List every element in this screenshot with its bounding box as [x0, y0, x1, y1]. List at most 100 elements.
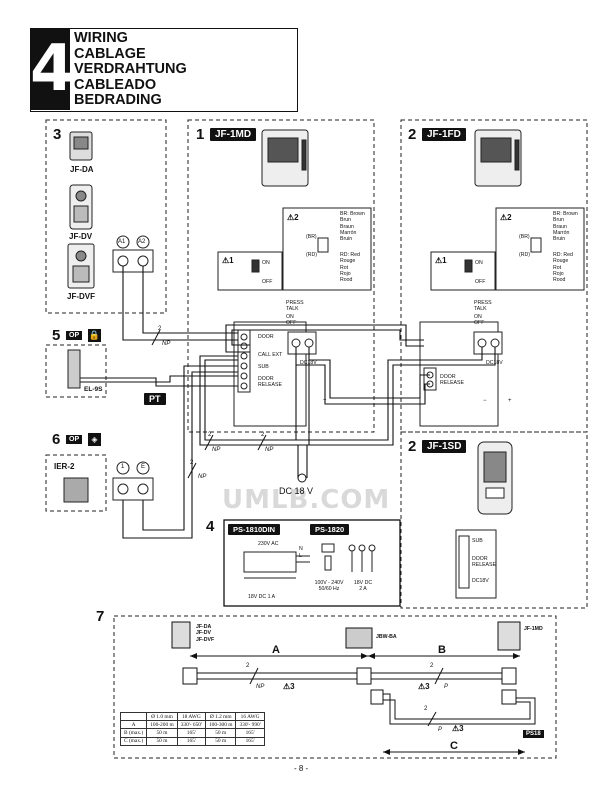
ps1810-output: 18V DC 1 A: [248, 594, 276, 600]
ier2-device: [63, 477, 89, 503]
wire-type-6: NP: [198, 474, 207, 480]
sec7-ps-tag: PS18: [523, 730, 544, 738]
sec7-jbw-box: [345, 627, 373, 649]
table-cell: 100-200 m: [146, 720, 178, 730]
ps1810-terminal-n: N: [299, 546, 303, 552]
terminal-1: 1: [121, 464, 125, 470]
wire-count-bus2: 2: [261, 432, 265, 438]
table-cell: 50 m: [146, 728, 178, 738]
table-row: A 100-200 m 330'- 650' 100-300 m 330'- 9…: [119, 720, 265, 730]
terminal-door-release: DOOR RELEASE: [258, 376, 282, 389]
wire-count-3: 2: [158, 326, 162, 332]
switch-callout-2: [430, 251, 496, 291]
table-cell: 165': [235, 728, 265, 738]
table-cell: 100-300 m: [204, 720, 237, 730]
switch-warning-2: ⚠1: [435, 256, 447, 265]
table-cell: 165': [176, 736, 206, 746]
dc-label-1: DC18V: [300, 360, 317, 366]
watermark: UMLB.COM: [222, 485, 391, 515]
frame-section4: [223, 519, 401, 607]
section7-number: 7: [96, 608, 105, 625]
label-el9s: EL-9S: [84, 386, 103, 393]
wire-rd-2: (RD): [519, 252, 530, 258]
wire-br-1: (BR): [306, 234, 317, 240]
sec7-door-station: [171, 621, 191, 649]
lock-icon: 🔒: [88, 329, 101, 342]
table-cell: 330'- 650': [176, 720, 206, 730]
door-station-jf-da: [69, 131, 93, 161]
wire-type-bus2: NP: [265, 447, 274, 453]
table-row: C (max.) 50 m 165' 50 m 165': [119, 736, 265, 746]
sec7-jbw-terminal-b: [370, 689, 384, 705]
terminal-sub: SUB: [258, 364, 269, 370]
terminal-strip-1md: [233, 321, 317, 427]
sd-label-dc: DC18V: [472, 578, 489, 584]
switch-callout-1: [217, 251, 283, 291]
plus-1: +: [323, 398, 327, 404]
table-cell: A: [119, 720, 148, 730]
section2-model-tag: JF-1FD: [422, 128, 466, 141]
table-row: B (max.) 50 m 165' 50 m 165': [119, 728, 265, 738]
sec7-warning-a: ⚠3: [283, 682, 295, 691]
section1-number: 1: [196, 126, 205, 143]
door-release-2: DOOR RELEASE: [440, 374, 464, 387]
frame-ier2: [45, 454, 107, 512]
sec7-wire-type-c: P: [438, 727, 443, 733]
label-jf-dvf: JF-DVF: [67, 292, 95, 301]
ps-1820: [321, 543, 376, 572]
segment-c: C: [450, 740, 458, 752]
table-cell: B (max.): [119, 728, 148, 738]
terminal-a1: A1: [118, 239, 126, 245]
title-fr: CABLAGE: [74, 45, 146, 62]
frame-section7: [113, 615, 557, 759]
terminal-strip-1fd: [419, 321, 503, 427]
sec7-md-terminal-b: [501, 689, 517, 705]
section5-number: 5: [52, 327, 61, 344]
wire-warning-1: ⚠2: [287, 213, 299, 222]
section2b-number: 2: [408, 438, 417, 455]
table-header: Ø 1.0 mm: [146, 711, 178, 722]
minus-2: −: [483, 398, 487, 404]
frame-section1: [187, 119, 375, 433]
terminal-strip-1sd: [455, 529, 497, 599]
wire-br-2: (BR): [519, 234, 530, 240]
section2b-model-tag: JF-1SD: [422, 440, 467, 453]
wire-rd-1: (RD): [306, 252, 317, 258]
terminal-block-1e: [112, 461, 154, 501]
sec7-monitor-label: JF-1MD: [524, 626, 543, 632]
table-cell: C (max.): [119, 736, 148, 746]
pt-tag: PT: [144, 393, 166, 405]
plus-2: +: [508, 398, 512, 404]
sec7-warning-b: ⚠3: [418, 682, 430, 691]
sub-station-jf-1sd: [477, 441, 513, 515]
switch-on-2: ON: [475, 260, 483, 266]
section6-op-tag: OP: [66, 435, 83, 444]
table-header-row: Ø 1.0 mm 18 AWG Ø 1.2 mm 16 AWG: [119, 711, 265, 722]
table-header: Ø 1.2 mm: [204, 711, 237, 722]
label-jf-dv: JF-DV: [69, 232, 93, 241]
ps1820-tag: PS-1820: [310, 524, 350, 535]
electric-lock-el9s: [67, 349, 81, 389]
switch-off-2: OFF: [475, 279, 486, 285]
sec7-door-terminal: [182, 667, 198, 685]
sec7-warning-c: ⚠3: [452, 724, 464, 733]
segment-b: B: [438, 644, 446, 656]
dc-label-2: DC18V: [486, 360, 503, 366]
terminal-e: E: [141, 464, 146, 470]
table-cell: 50 m: [204, 728, 237, 738]
section1-model-tag: JF-1MD: [210, 128, 257, 141]
wire-count-6: 2: [190, 460, 194, 466]
frame-el9s: [45, 344, 107, 398]
ps1810-terminal-l: L: [299, 553, 302, 559]
section2-number: 2: [408, 126, 417, 143]
section4-number: 4: [206, 518, 215, 535]
table-cell: 50 m: [146, 736, 178, 746]
wire-warning-2: ⚠2: [500, 213, 512, 222]
